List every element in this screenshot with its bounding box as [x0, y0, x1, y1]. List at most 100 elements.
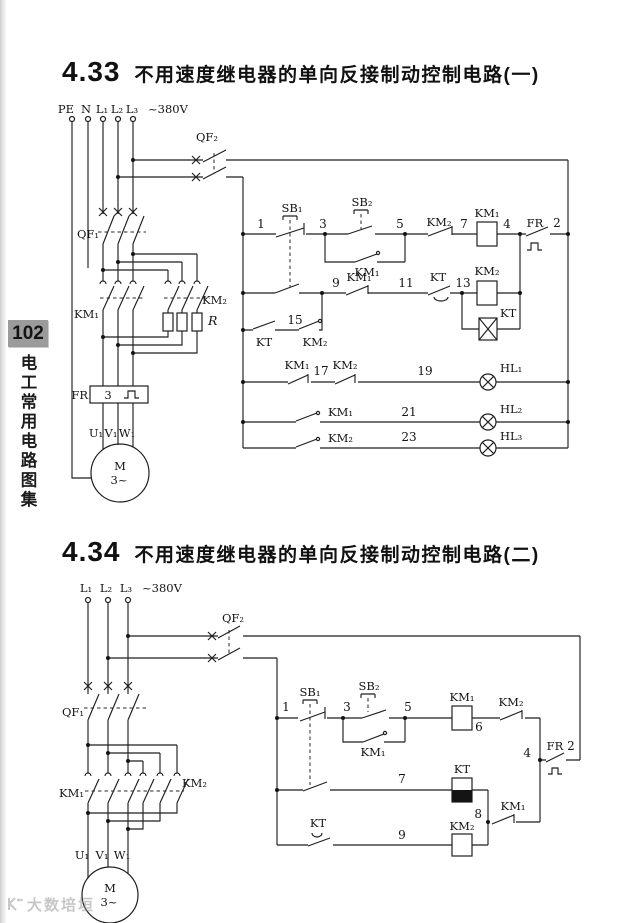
fig1-label-n: N [81, 102, 91, 116]
fig1-label-frbox: 3 [104, 388, 111, 402]
fig1-qf1-breaker-symbol [98, 207, 146, 245]
fig1-km1-nc-contact [345, 285, 369, 296]
fig1-label-n3: 3 [319, 217, 327, 231]
fig2-label-n7: 7 [398, 772, 406, 786]
fig1-lamp1-km1-nc [287, 374, 309, 385]
fig1-label-hl3: HL₃ [500, 429, 523, 443]
page-number-badge: 102 [8, 320, 48, 347]
fig1-sb2-pushbutton [347, 209, 373, 235]
fig1-lamp2-km1-no [295, 410, 321, 422]
fig2-label-km1-coil: KM₁ [450, 690, 475, 704]
fig1-fr-heater-box [89, 385, 149, 404]
fig2-km1-nc-contact [491, 814, 515, 825]
fig2-label-v1: V₁ [95, 848, 109, 862]
fig1-label-hl2: HL₂ [500, 402, 522, 416]
fig1-label-km1-par: KM₁ [355, 265, 380, 279]
fig1-km2-coil [476, 280, 498, 306]
fig1-fr-contact [525, 226, 549, 251]
fig1-label-km2-coil: KM₂ [475, 264, 500, 278]
fig1-label-n19: 19 [417, 364, 432, 378]
fig2-label-n2: 2 [567, 739, 575, 753]
fig1-label-km2-r1: KM₂ [427, 215, 452, 229]
fig1-label-n7: 7 [460, 217, 468, 231]
fig1-supply-terminals [68, 115, 137, 123]
fig2-label-n3: 3 [343, 700, 351, 714]
fig1-label-n15: 15 [287, 313, 302, 327]
fig1-label-n17: 17 [313, 364, 328, 378]
fig2-km-main-contacts [84, 772, 189, 804]
fig1-label-fr: FR [527, 216, 544, 230]
figure1-number: 4.33 [62, 56, 121, 87]
fig1-label-fr-main: FR [71, 388, 88, 402]
fig2-junction-dots [86, 634, 542, 831]
fig1-label-km1-main: KM₁ [74, 307, 99, 321]
fig1-label-km2-main: KM₂ [202, 293, 227, 307]
watermark: 大数培垣 [6, 894, 95, 915]
figure1-header: 4.33 不用速度继电器的单向反接制动控制电路(一) [62, 56, 540, 88]
fig1-sb1-pushbutton [274, 215, 305, 294]
fig1-label-n1: 1 [257, 217, 265, 231]
fig1-label-volt: ~380V [148, 102, 189, 116]
fig2-label-km1-main: KM₁ [59, 786, 84, 800]
fig1-label-v1: V₁ [104, 426, 118, 440]
fig1-wires [71, 122, 569, 479]
fig2-label-kt-r3: KT [310, 816, 327, 830]
fig1-label-hl1: HL₁ [500, 361, 522, 375]
fig2-label-km1-r2: KM₁ [501, 799, 526, 813]
fig2-qf2-breaker-symbol [207, 625, 241, 663]
watermark-logo-icon [8, 897, 23, 911]
fig2-motor-symbol [81, 866, 139, 923]
fig1-label-kt-r2: KT [430, 270, 447, 284]
fig1-label-kt-r3: KT [256, 335, 273, 349]
fig1-indicator-lamps [479, 373, 497, 457]
fig1-label-n21: 21 [401, 405, 416, 419]
fig1-label-km2-r3: KM₂ [303, 335, 328, 349]
fig2-label-sb1: SB₁ [300, 685, 321, 699]
fig2-label-fr: FR [547, 739, 564, 753]
fig2-sb1-pushbutton [299, 699, 328, 792]
fig1-kt-no-contact [252, 320, 276, 330]
fig1-km2-aux-no-contact [298, 318, 323, 330]
fig2-sb2-pushbutton [360, 693, 387, 719]
fig2-label-m: M [104, 881, 116, 895]
fig2-label-km1-par: KM₁ [361, 745, 386, 759]
fig1-label-n2: 2 [553, 216, 561, 230]
fig2-label-l1: L₁ [80, 581, 92, 595]
fig2-circuit: L₁ L₂ L₃ ~380V QF₂ QF₁ KM₁ KM₂ 1 SB₁ 3 S… [59, 581, 581, 923]
fig1-resistor-bank [162, 312, 203, 332]
fig2-km1-aux-no-contact [362, 730, 388, 743]
fig1-label-r: R [207, 313, 217, 328]
fig2-qf1-breaker-symbol [83, 681, 146, 721]
fig1-label-l2: L₂ [111, 102, 123, 116]
fig1-label-n23: 23 [401, 430, 416, 444]
fig1-label-km1-r2: KM₁ [347, 270, 372, 284]
fig1-label-km2-l3: KM₂ [328, 431, 353, 445]
fig1-lamp1-km2-nc [334, 374, 356, 385]
fig1-label-km2-l1: KM₂ [333, 358, 358, 372]
fig2-label-u1: U₁ [75, 848, 89, 862]
fig1-km1-aux-no-contact [354, 250, 381, 263]
fig2-label-3ph: 3~ [101, 895, 118, 909]
fig2-label-n1: 1 [282, 700, 290, 714]
fig1-label-m: M [114, 459, 126, 473]
fig1-label-w1: W₁ [119, 426, 135, 440]
fig2-label-l2: L₂ [100, 581, 112, 595]
fig1-qf2-breaker-symbol [191, 149, 227, 182]
fig1-labels: PE N L₁ L₂ L₃ ~380V QF₂ QF₁ KM₁ KM₂ R FR… [58, 102, 561, 487]
fig1-label-sb1: SB₁ [282, 201, 303, 215]
fig1-label-qf1: QF₁ [77, 227, 99, 241]
fig1-km1-coil [476, 221, 498, 247]
fig2-label-km2-r1: KM₂ [499, 695, 524, 709]
fig2-km1-coil [451, 705, 473, 731]
fig2-label-n9: 9 [398, 828, 406, 842]
fig1-label-n13: 13 [455, 276, 470, 290]
figure2-number: 4.34 [62, 536, 121, 567]
fig1-label-km1-l1: KM₁ [285, 358, 310, 372]
fig1-label-3ph: 3~ [111, 473, 128, 487]
figure1-title: 不用速度继电器的单向反接制动控制电路(一) [134, 65, 540, 86]
fig2-label-qf1: QF₁ [62, 705, 84, 719]
fig1-label-n4: 4 [503, 217, 511, 231]
fig2-km2-coil [451, 833, 473, 857]
fig1-km2-nc-contact [427, 226, 453, 237]
fig2-label-sb2: SB₂ [359, 679, 380, 693]
